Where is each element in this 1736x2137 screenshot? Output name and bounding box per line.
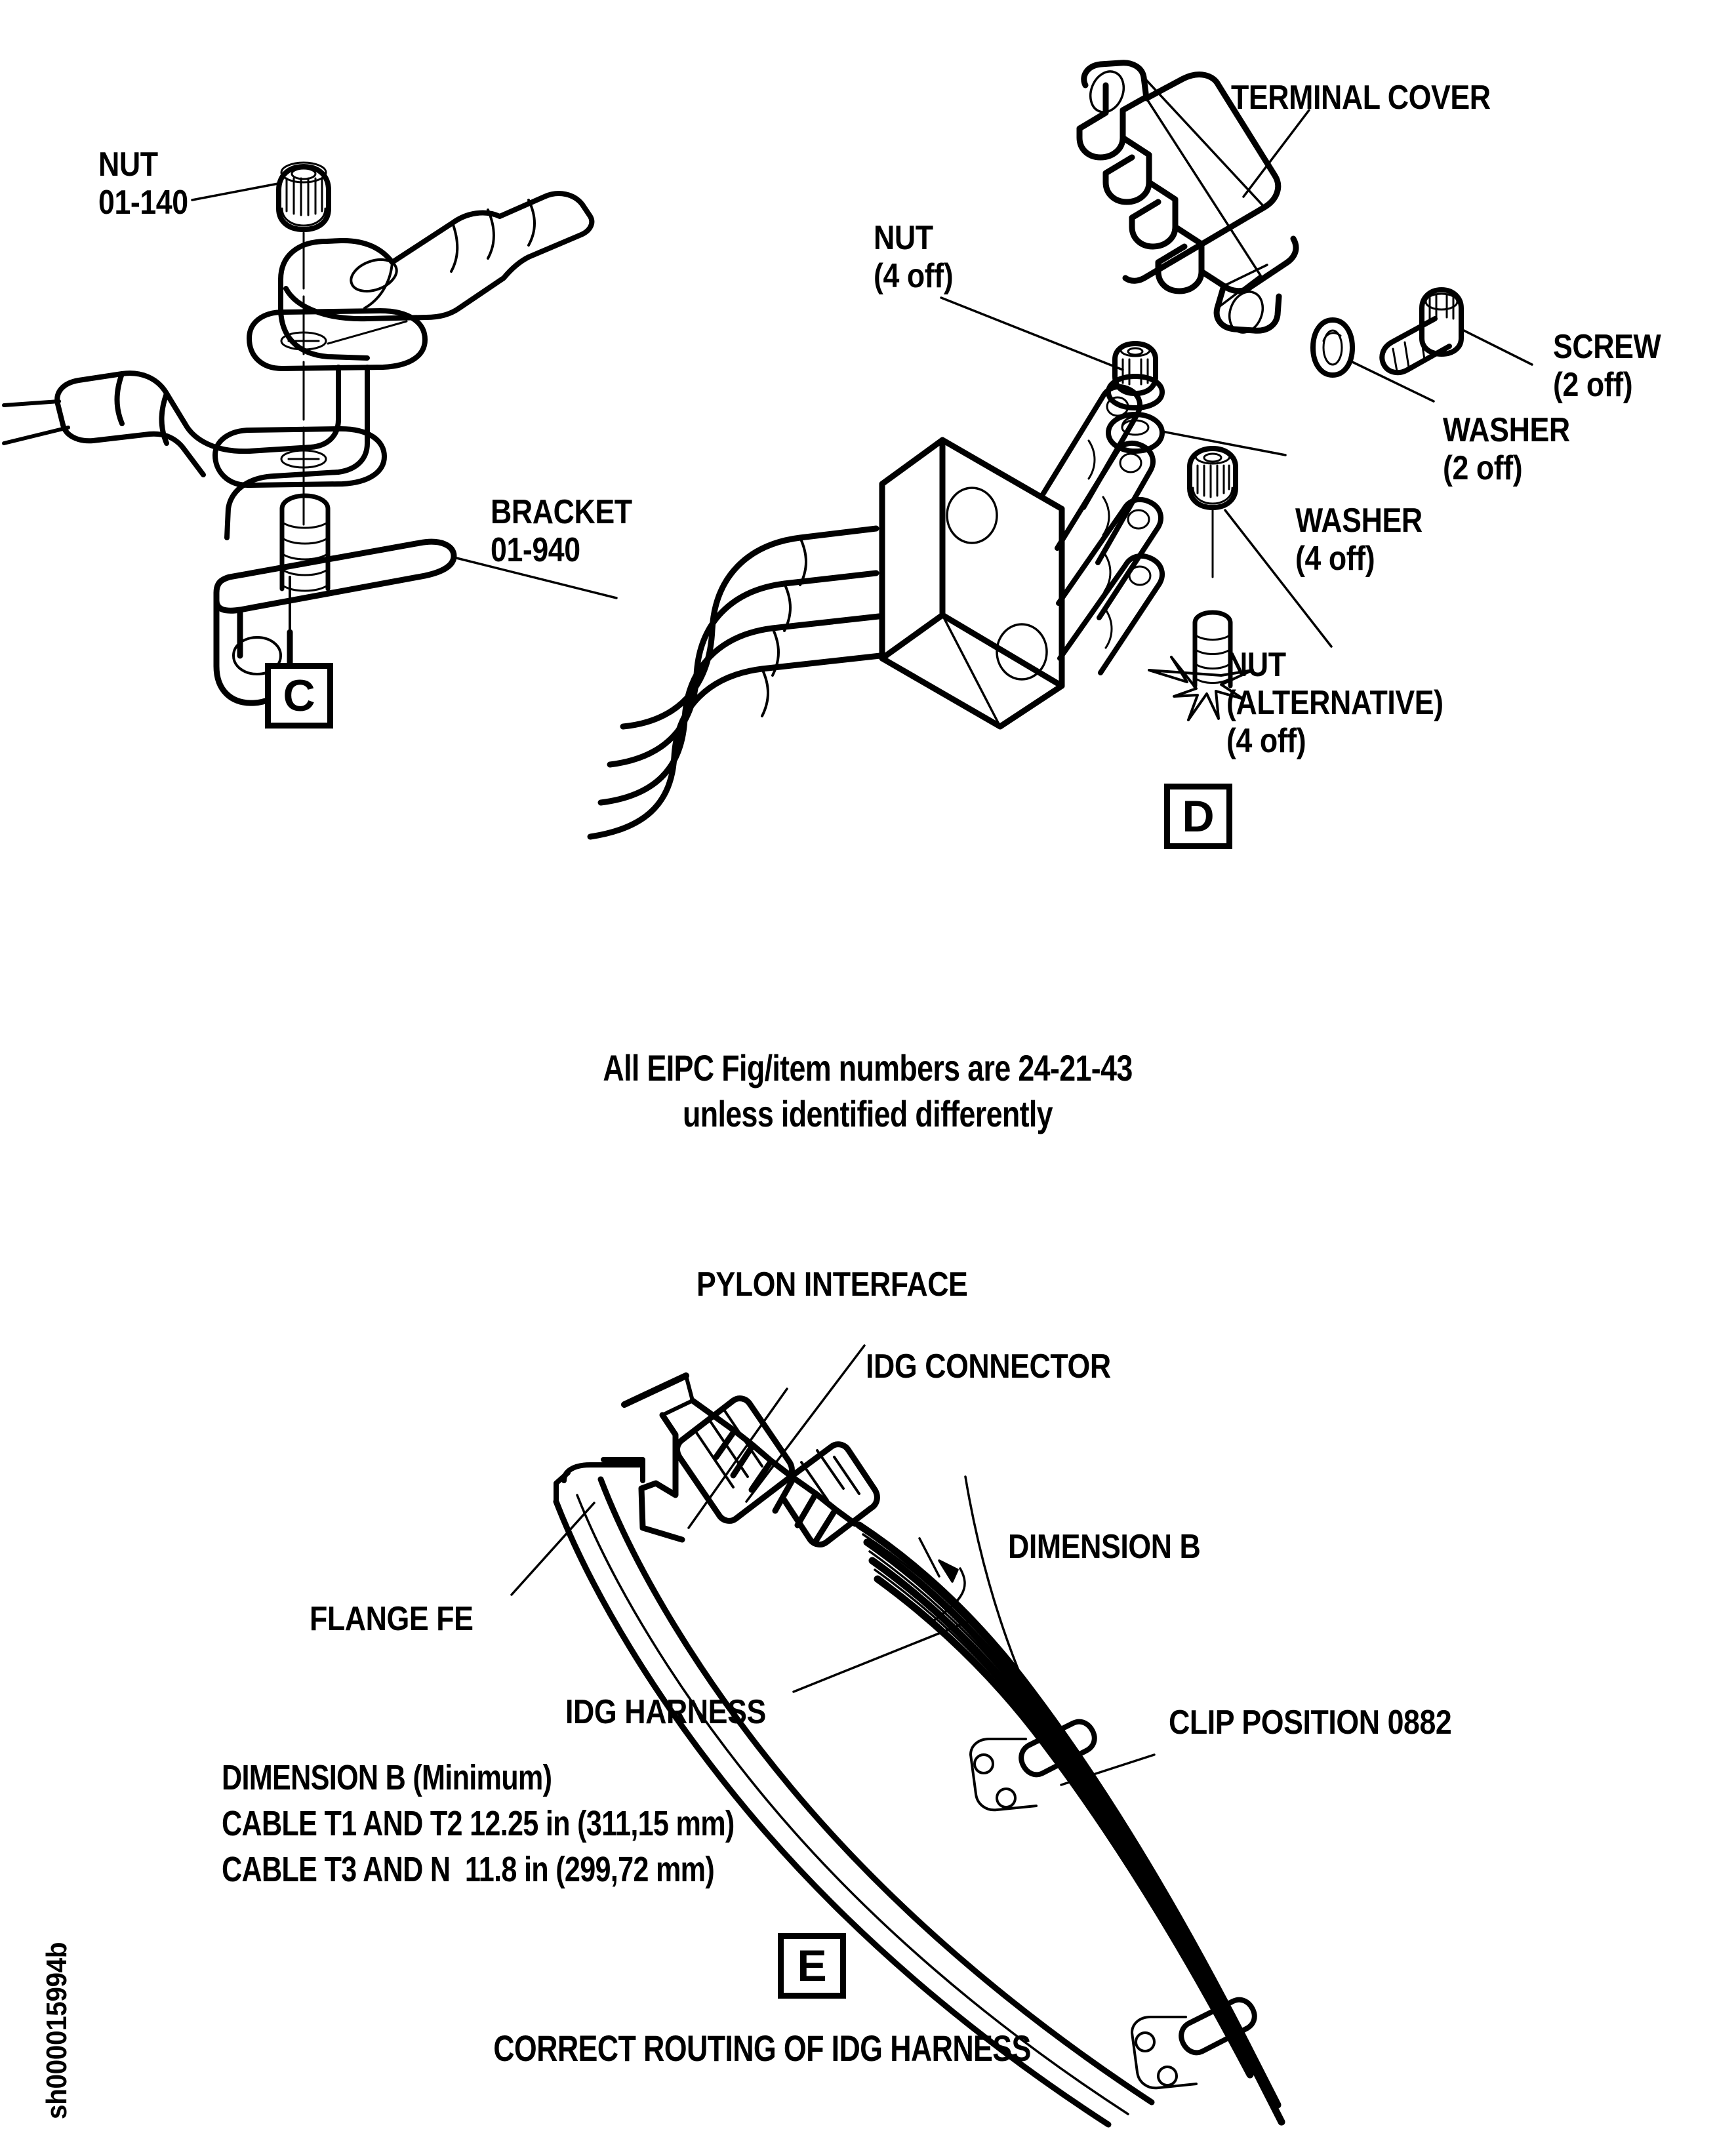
label-nut-01-140: NUT 01-140 bbox=[98, 146, 188, 222]
section-e-artwork bbox=[510, 1344, 1285, 2128]
label-bracket-01-940: BRACKET 01-940 bbox=[491, 493, 632, 570]
label-flange-fe: FLANGE FE bbox=[310, 1600, 474, 1638]
section-tag-d: D bbox=[1164, 784, 1232, 849]
label-idg-harness: IDG HARNESS bbox=[565, 1693, 766, 1731]
label-pylon-interface: PYLON INTERFACE bbox=[696, 1266, 968, 1304]
label-idg-connector: IDG CONNECTOR bbox=[866, 1348, 1111, 1386]
label-nut-4-off: NUT (4 off) bbox=[874, 219, 954, 296]
section-tag-c: C bbox=[265, 663, 333, 729]
eipc-note-line-1: All EIPC Fig/item numbers are 24-21-43 bbox=[603, 1047, 1133, 1088]
label-dimension-b: DIMENSION B bbox=[1008, 1528, 1201, 1566]
section-tag-e: E bbox=[778, 1933, 846, 1999]
sheet-identifier: sh000015994b bbox=[41, 1942, 73, 2119]
eipc-note-line-2: unless identified differently bbox=[683, 1093, 1053, 1134]
section-c-artwork bbox=[2, 161, 618, 706]
label-washer-4-off: WASHER (4 off) bbox=[1295, 502, 1423, 578]
section-e-caption: CORRECT ROUTING OF IDG HARNESS bbox=[493, 2027, 1031, 2069]
label-clip-position-0882: CLIP POSITION 0882 bbox=[1169, 1704, 1452, 1742]
dimension-b-title: DIMENSION B (Minimum) bbox=[222, 1758, 552, 1797]
label-screw-2-off: SCREW (2 off) bbox=[1553, 328, 1661, 405]
dimension-b-row-t1-t2: CABLE T1 AND T2 12.25 in (311,15 mm) bbox=[222, 1804, 735, 1843]
dimension-b-row-t3-n: CABLE T3 AND N 11.8 in (299,72 mm) bbox=[222, 1850, 715, 1889]
label-terminal-cover: TERMINAL COVER bbox=[1231, 79, 1491, 117]
label-washer-2-off: WASHER (2 off) bbox=[1443, 411, 1570, 488]
label-nut-alternative-4-off: NUT (ALTERNATIVE) (4 off) bbox=[1226, 646, 1443, 761]
